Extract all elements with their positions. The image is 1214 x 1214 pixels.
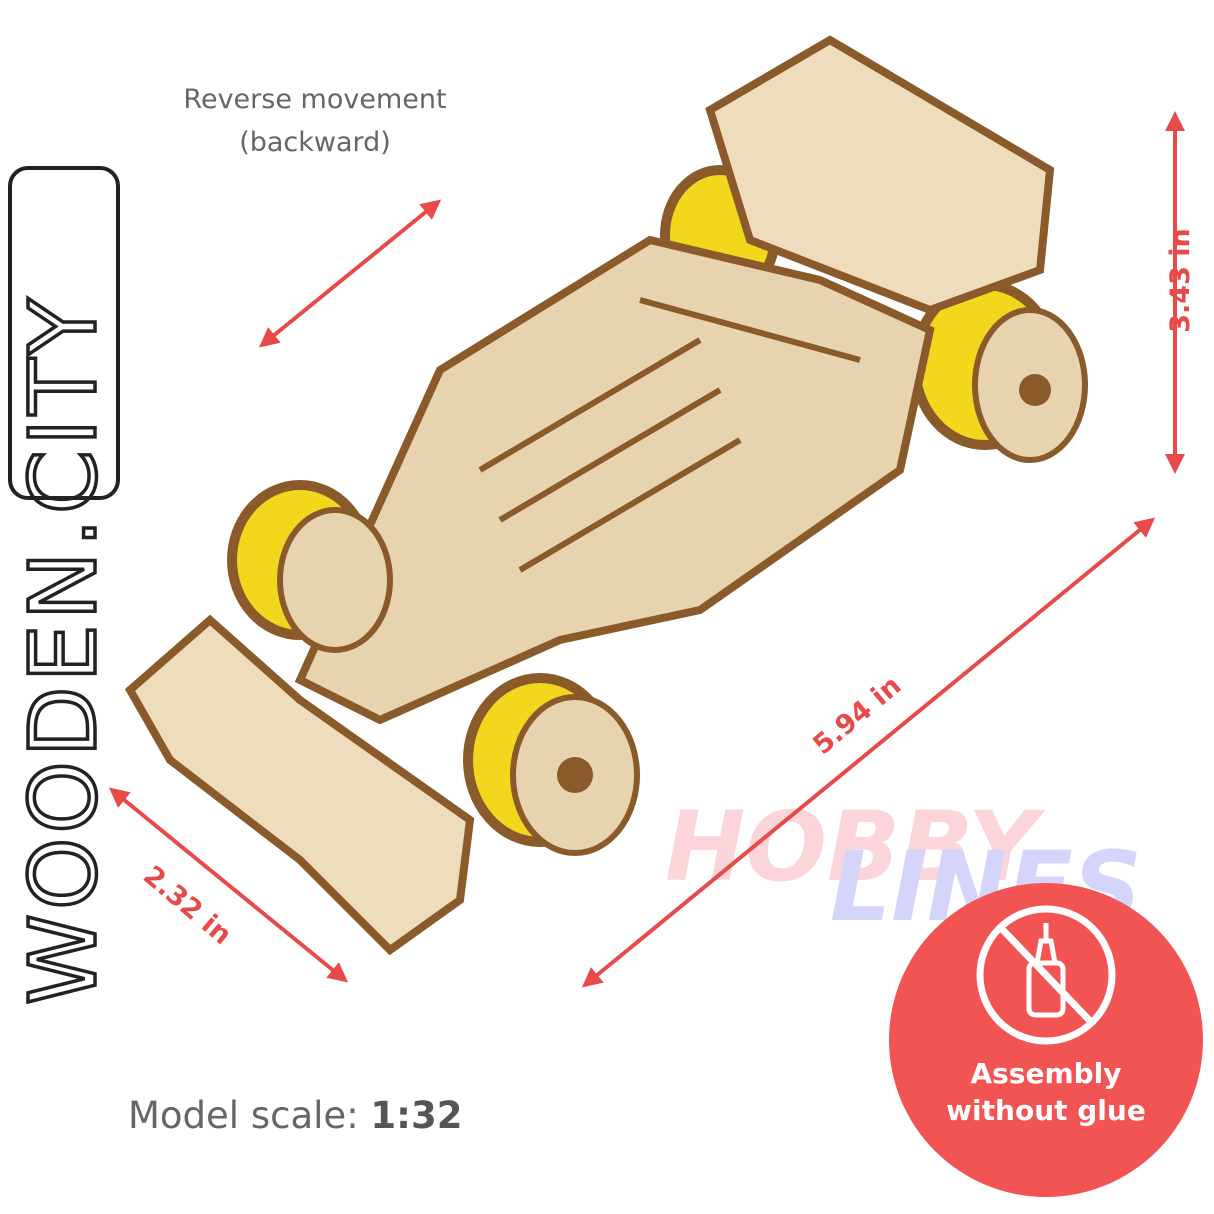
width-arrow [108, 787, 349, 983]
length-arrow [581, 517, 1156, 988]
scale-label: Model scale: [128, 1094, 359, 1137]
wooden-car-model [124, 35, 1088, 956]
reverse-movement-label: Reverse movement (backward) [150, 78, 480, 164]
no-glue-icon [976, 905, 1116, 1045]
model-scale: Model scale: 1:32 [128, 1094, 462, 1137]
scale-value: 1:32 [370, 1094, 463, 1137]
height-label: 3.43 in [1164, 228, 1196, 333]
badge-line1: Assembly [970, 1057, 1122, 1090]
reverse-line1: Reverse movement [183, 84, 447, 115]
reverse-arrow [258, 199, 442, 348]
reverse-line2: (backward) [239, 127, 391, 158]
wooden-city-logo: WOODEN.CITY [8, 166, 120, 1007]
badge-line2: without glue [946, 1094, 1146, 1127]
svg-text:WOODEN.CITY: WOODEN.CITY [10, 294, 117, 1005]
no-glue-badge: Assembly without glue [889, 883, 1203, 1197]
